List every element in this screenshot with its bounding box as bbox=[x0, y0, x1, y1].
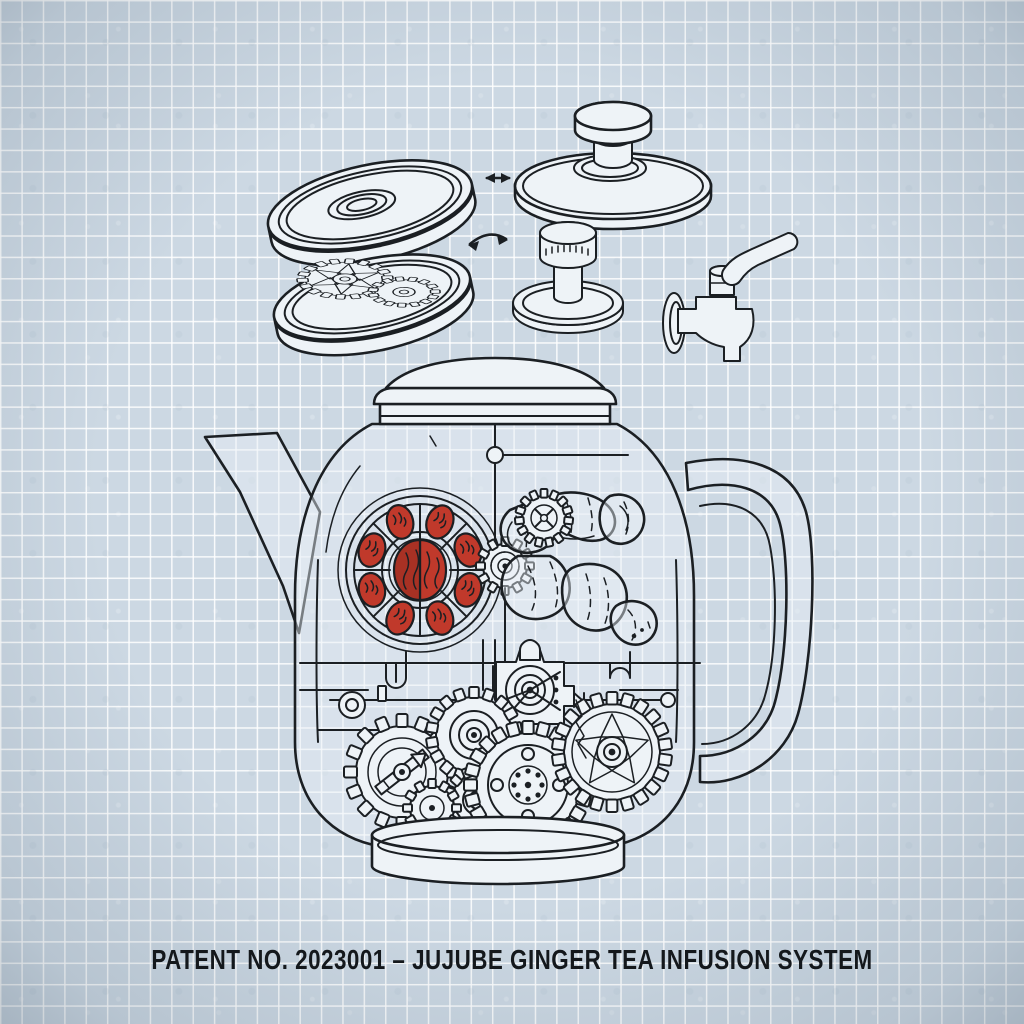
jujube-outer-7 bbox=[385, 600, 415, 636]
jujube-outer-2 bbox=[385, 504, 415, 540]
exploded-upper-disc-plate bbox=[266, 158, 477, 267]
jujube-outer-5 bbox=[453, 572, 483, 608]
jujube-outer-4 bbox=[453, 532, 483, 568]
jujube-carousel bbox=[337, 487, 535, 691]
internal-plumbing bbox=[299, 639, 701, 731]
jujube-outer-3 bbox=[425, 504, 455, 540]
exploded-gear-large bbox=[296, 258, 394, 300]
exploded-spigot-valve bbox=[662, 231, 799, 362]
patent-caption: PATENT NO. 2023001 – JUJUBE GINGER TEA I… bbox=[151, 944, 873, 975]
ginger-root bbox=[499, 488, 658, 646]
teapot-handle bbox=[684, 457, 814, 784]
gear-linkage-rack bbox=[575, 699, 587, 759]
exploded-lower-gear-plate bbox=[272, 253, 475, 357]
exploded-knurled-knob bbox=[512, 221, 624, 334]
teapot-spout bbox=[203, 431, 322, 635]
exploded-gear-small bbox=[367, 276, 441, 308]
teapot-foot-ring bbox=[370, 815, 626, 886]
jujube-outer-8 bbox=[357, 571, 387, 608]
assembly-arrow-horizontal bbox=[485, 173, 511, 183]
jujube-center bbox=[392, 538, 448, 602]
assembly-arrow-curved bbox=[468, 233, 508, 251]
ginger-index-gear bbox=[513, 488, 575, 548]
gear-train-gear-5 bbox=[551, 691, 673, 813]
teapot-lid-cap bbox=[372, 356, 618, 426]
jujube-outer-1 bbox=[357, 532, 387, 568]
jujube-outer-6 bbox=[425, 600, 455, 636]
exploded-lid-with-knob bbox=[513, 100, 713, 231]
sensor-probe bbox=[486, 423, 629, 561]
